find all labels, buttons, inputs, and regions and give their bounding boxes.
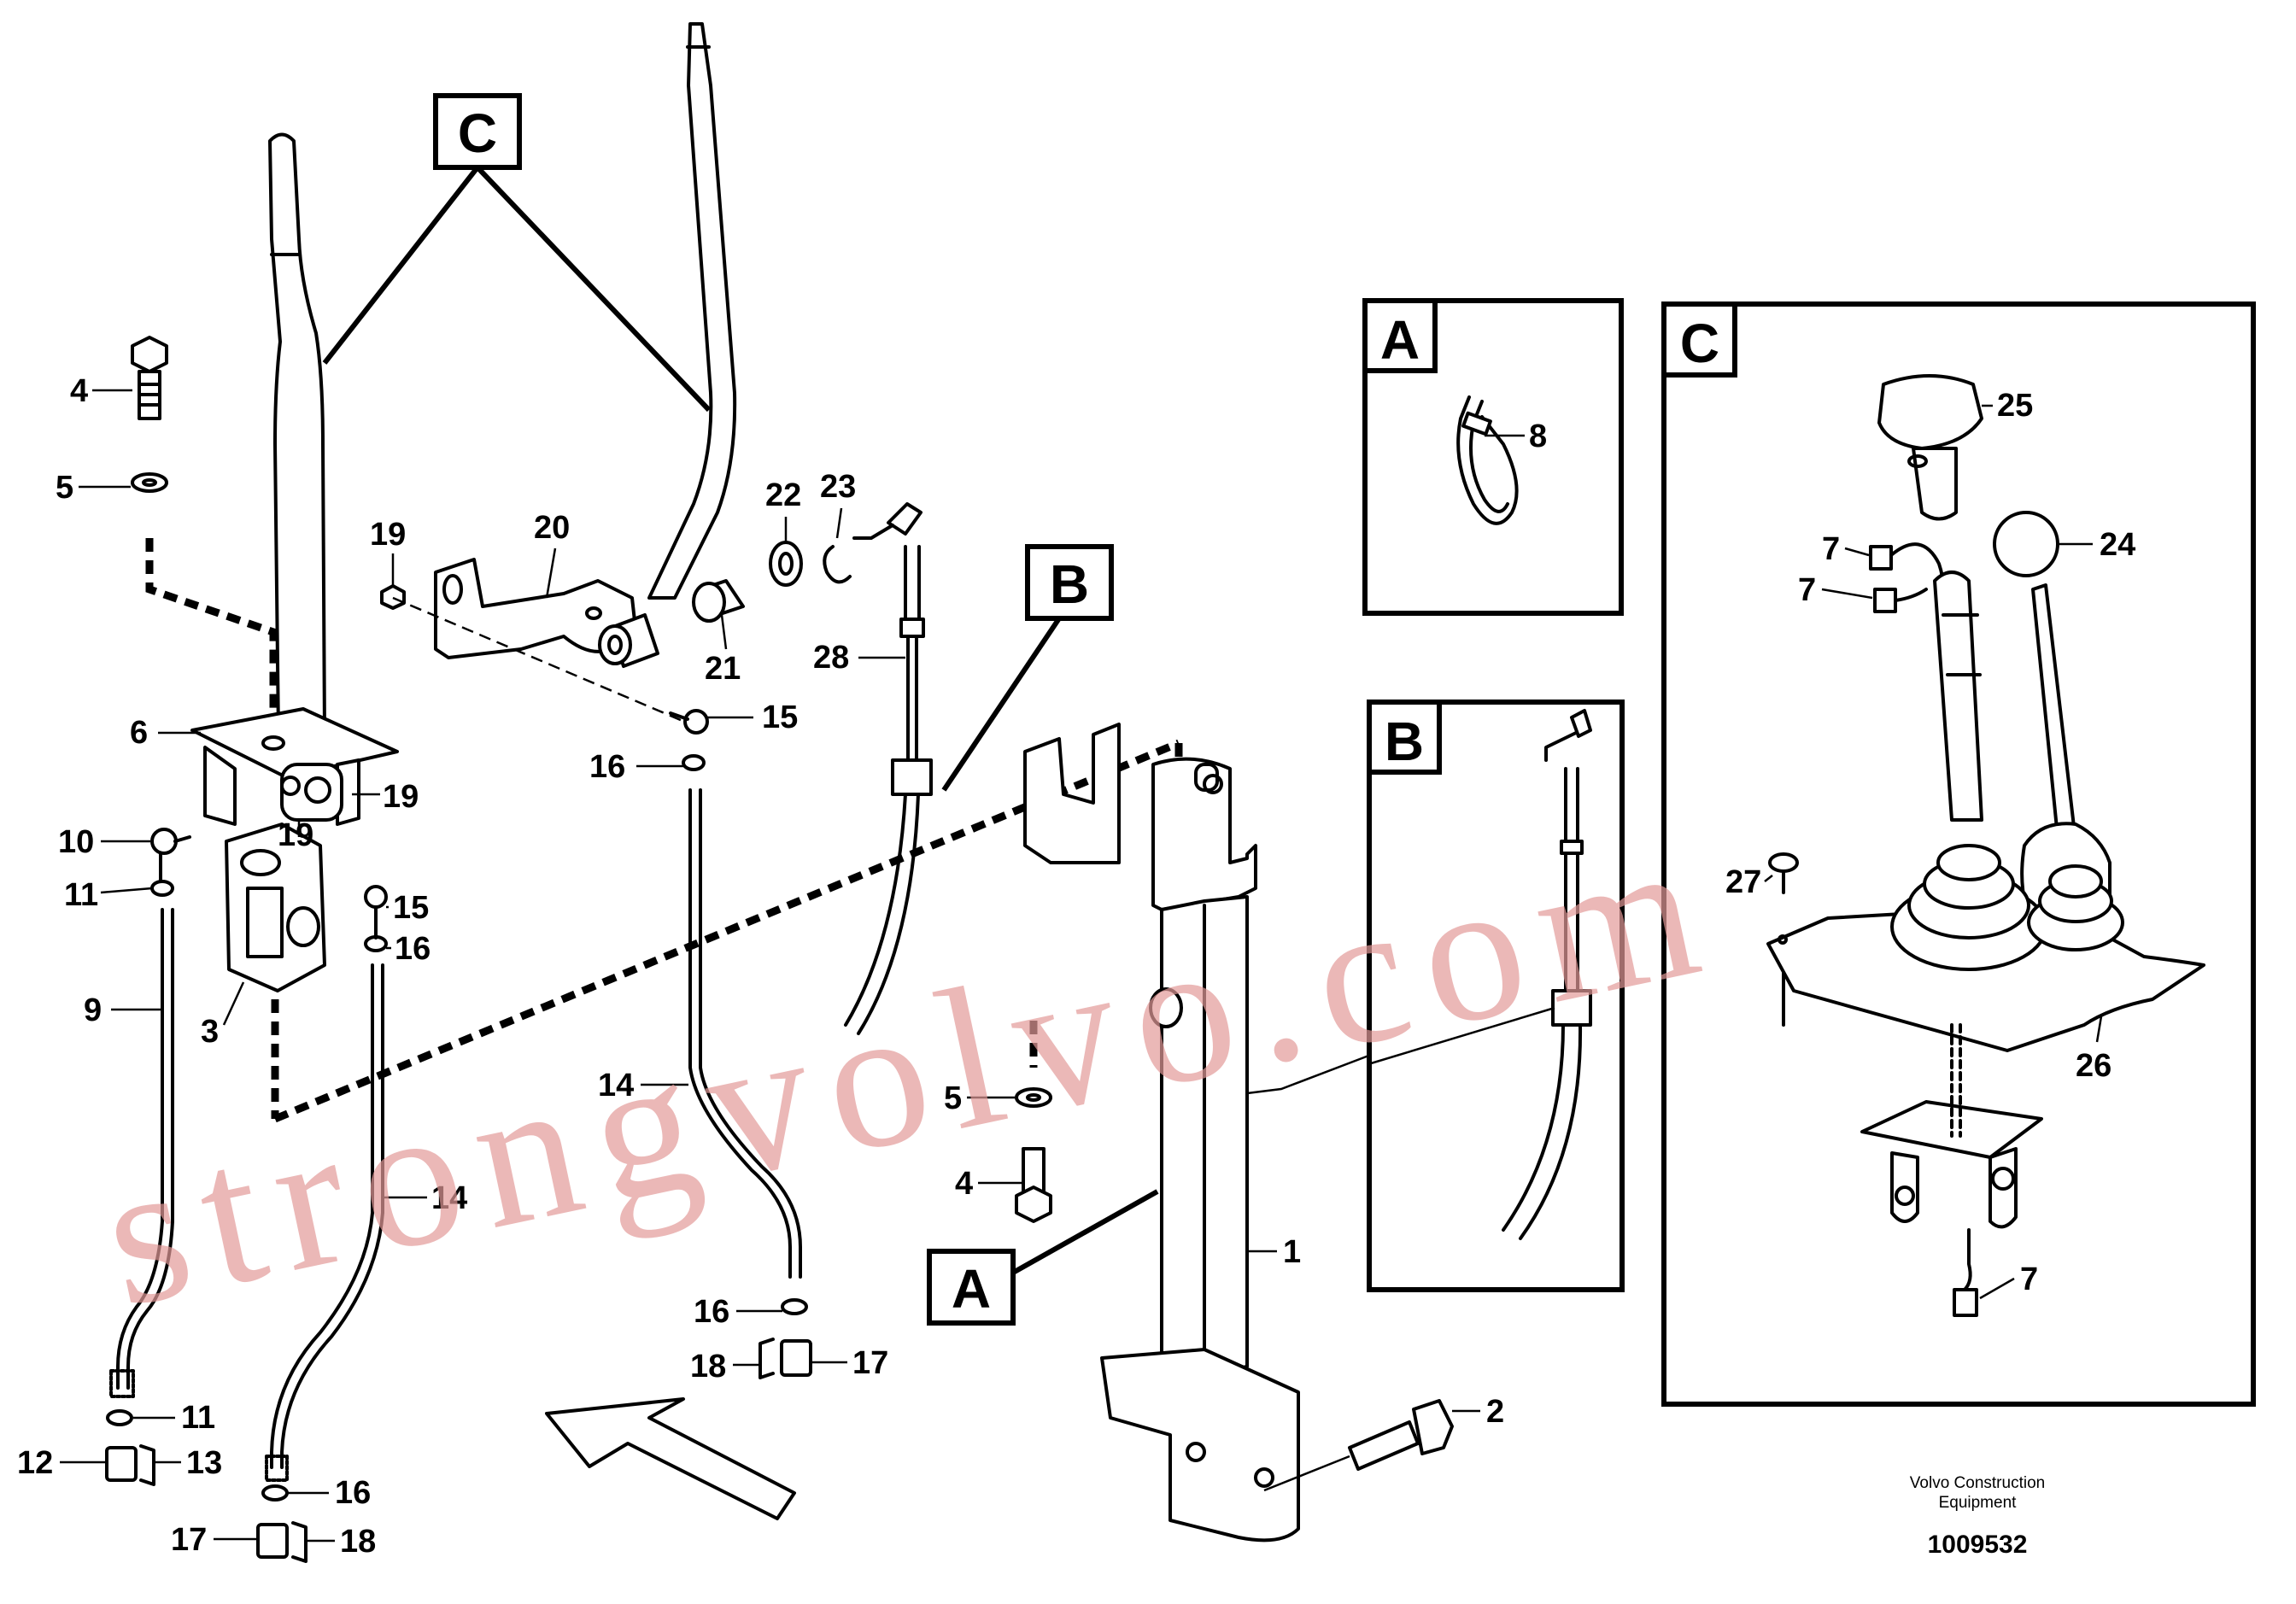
bolt-left — [131, 336, 168, 420]
callout-14-left: 14 — [431, 1180, 467, 1216]
detail-box-c: C — [1661, 301, 2256, 1407]
callout-28: 28 — [813, 640, 849, 676]
ball-24 — [1993, 511, 2059, 577]
callout-24: 24 — [2100, 527, 2135, 563]
ball-joint-15-right — [669, 709, 709, 735]
direction-arrow — [545, 1397, 796, 1520]
bolt-2 — [1263, 1399, 1454, 1492]
callout-16-right: 16 — [589, 749, 625, 785]
mounting-plate — [190, 707, 399, 826]
rod-14-left — [270, 963, 374, 1469]
ball-joint-10 — [150, 828, 191, 897]
callout-16-left: 16 — [395, 931, 430, 967]
callout-20: 20 — [534, 510, 570, 546]
rod-14-right — [688, 788, 792, 1279]
callout-5: 5 — [56, 470, 73, 506]
view-label-a: A — [927, 1189, 1159, 1326]
base-bracket — [1860, 1023, 2043, 1317]
knob-25 — [1877, 374, 1983, 521]
left-gear-lever — [268, 132, 326, 736]
callout-17-left: 17 — [171, 1522, 207, 1558]
callout-18-right: 18 — [690, 1349, 726, 1384]
callout-5-right: 5 — [944, 1080, 962, 1116]
callout-19-top: 19 — [370, 517, 406, 553]
joystick-lever — [1933, 571, 1983, 822]
callout-7-b: 7 — [1798, 572, 1816, 608]
callout-21: 21 — [705, 651, 741, 687]
callout-22: 22 — [765, 477, 801, 513]
pedestal-1 — [1023, 723, 1300, 1543]
right-gear-lever — [647, 22, 737, 600]
callout-4-right: 4 — [955, 1166, 973, 1202]
callout-11-bottom: 11 — [181, 1400, 215, 1436]
callouts-main: 4 5 6 10 11 9 3 19 20 19 19 15 16 15 16 … — [17, 373, 1504, 1560]
callout-12: 12 — [17, 1445, 53, 1481]
footer: Volvo Construction Equipment 1009532 — [1910, 1474, 2045, 1559]
callout-4: 4 — [70, 373, 88, 409]
clip-12-13 — [105, 1409, 155, 1486]
callout-3: 3 — [201, 1014, 219, 1050]
callout-8: 8 — [1529, 419, 1547, 454]
callout-16-bottom-left: 16 — [335, 1475, 371, 1511]
callout-9: 9 — [84, 992, 102, 1028]
callout-14-right: 14 — [598, 1068, 634, 1103]
view-label-b: B — [941, 544, 1114, 792]
callout-13: 13 — [186, 1445, 222, 1481]
washer-22 — [769, 541, 803, 587]
cable-tie-8 — [1456, 395, 1519, 525]
pin-27 — [1768, 852, 1799, 1027]
footer-part-number: 1009532 — [1928, 1531, 2028, 1559]
cable-28 — [844, 502, 933, 1035]
callout-19-mid: 19 — [383, 779, 419, 815]
gaiter-plate-26 — [1766, 844, 2205, 1052]
bracket-20 — [434, 558, 638, 659]
detail-box-a: A 8 — [1362, 298, 1624, 616]
view-label-c-text: C — [458, 102, 497, 164]
cable-detail-b — [1502, 709, 1592, 1240]
callout-11-top: 11 — [64, 877, 98, 913]
callout-7-a: 7 — [1822, 531, 1840, 567]
footer-maker-line1: Volvo Construction — [1910, 1474, 2045, 1492]
view-label-c: C — [322, 93, 712, 413]
callout-6: 6 — [130, 715, 148, 751]
callout-17-right: 17 — [852, 1345, 888, 1381]
callout-10: 10 — [58, 824, 94, 860]
callout-15-right: 15 — [762, 700, 798, 735]
callout-15-left: 15 — [393, 890, 429, 926]
detail-box-b: B — [1246, 700, 1625, 1292]
detail-box-a-letter: A — [1380, 309, 1420, 371]
view-label-b-text: B — [1050, 553, 1089, 615]
callout-27: 27 — [1725, 864, 1761, 900]
bolt-4-right — [1015, 1147, 1052, 1223]
callout-18-left: 18 — [340, 1524, 376, 1560]
callout-25: 25 — [1997, 388, 2033, 424]
universal-joint — [225, 822, 326, 992]
rod-9 — [116, 908, 164, 1390]
callout-23: 23 — [820, 469, 856, 505]
bushing-21 — [598, 579, 745, 668]
callout-7-c: 7 — [2020, 1262, 2038, 1297]
circlip-23 — [823, 545, 852, 584]
footer-maker-line2: Equipment — [1939, 1494, 2018, 1512]
callout-19-low: 19 — [278, 817, 313, 853]
nut-19-top — [380, 584, 406, 610]
washer-5-right — [1015, 1087, 1052, 1108]
callout-2: 2 — [1486, 1394, 1504, 1430]
callout-16-bottom-right: 16 — [694, 1294, 729, 1330]
view-label-a-text: A — [952, 1258, 991, 1320]
detail-box-b-letter: B — [1385, 711, 1424, 772]
clip-17-18-right — [758, 1338, 812, 1379]
callout-1: 1 — [1283, 1234, 1301, 1270]
ball-joint-15-left — [364, 885, 388, 952]
wire-harness — [1869, 542, 1945, 613]
callout-26: 26 — [2076, 1048, 2112, 1084]
washer-left — [131, 472, 168, 493]
detail-box-c-letter: C — [1680, 313, 1719, 374]
clip-17-18-left — [256, 1484, 308, 1563]
